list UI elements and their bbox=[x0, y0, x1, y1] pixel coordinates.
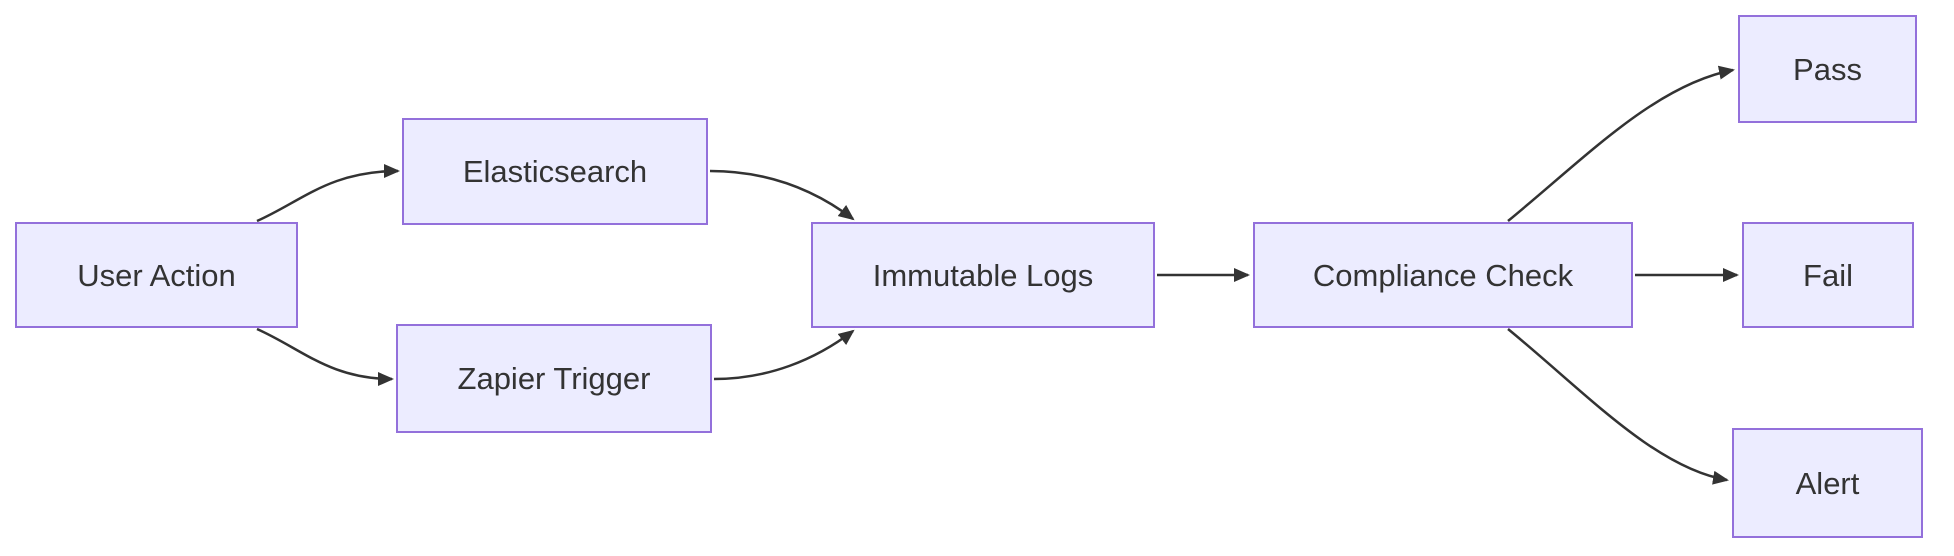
node-label: Fail bbox=[1803, 257, 1853, 293]
edge-compliance-check-to-pass bbox=[1507, 65, 1735, 222]
node-label: Alert bbox=[1795, 465, 1860, 501]
node-elasticsearch: Elasticsearch bbox=[402, 118, 708, 225]
node-label: User Action bbox=[77, 257, 236, 293]
node-zapier-trigger: Zapier Trigger bbox=[396, 324, 712, 433]
node-pass: Pass bbox=[1738, 15, 1917, 123]
node-label: Zapier Trigger bbox=[457, 361, 651, 396]
node-label: Pass bbox=[1793, 51, 1862, 87]
node-alert: Alert bbox=[1732, 428, 1923, 538]
node-immutable-logs: Immutable Logs bbox=[811, 222, 1155, 328]
node-label: Elasticsearch bbox=[462, 154, 648, 189]
node-label: Immutable Logs bbox=[872, 257, 1094, 293]
edge-user-action-to-zapier-trigger bbox=[256, 327, 394, 386]
node-label: Compliance Check bbox=[1312, 257, 1574, 293]
node-fail: Fail bbox=[1742, 222, 1914, 328]
node-compliance-check: Compliance Check bbox=[1253, 222, 1633, 328]
edge-compliance-check-to-alert bbox=[1507, 328, 1729, 485]
edge-elasticsearch-to-immutable-logs bbox=[709, 169, 855, 221]
node-user-action: User Action bbox=[15, 222, 298, 328]
edge-user-action-to-elasticsearch bbox=[256, 164, 400, 223]
edge-zapier-trigger-to-immutable-logs bbox=[713, 329, 855, 381]
